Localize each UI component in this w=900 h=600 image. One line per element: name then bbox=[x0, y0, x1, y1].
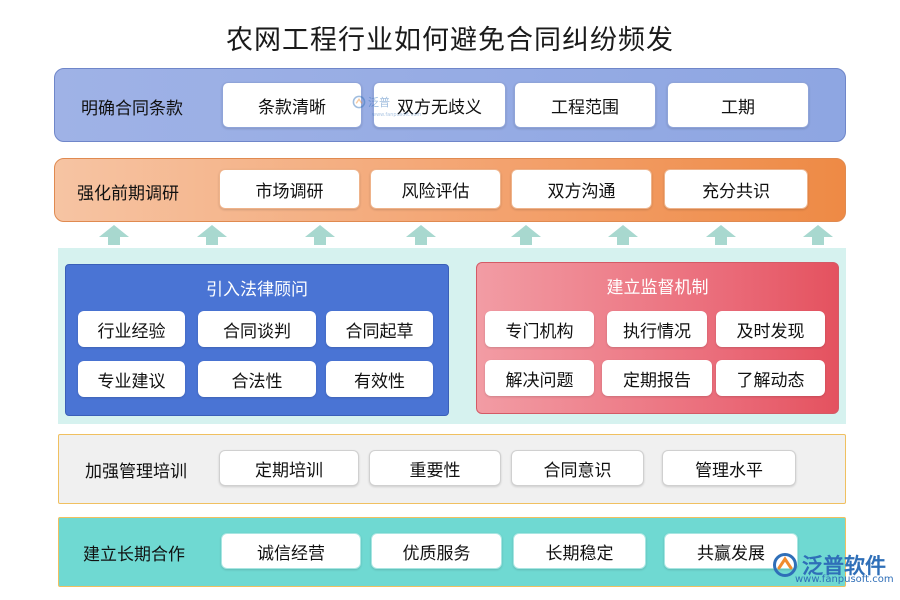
supervision-chip: 及时发现 bbox=[716, 311, 825, 347]
cooperation-chip: 长期稳定 bbox=[513, 533, 646, 569]
term-chip: 工期 bbox=[667, 82, 809, 128]
band-long-term-cooperation: 建立长期合作 诚信经营 优质服务 长期稳定 共赢发展 bbox=[58, 517, 846, 587]
research-chip: 风险评估 bbox=[370, 169, 501, 209]
research-chip: 市场调研 bbox=[219, 169, 360, 209]
page-title: 农网工程行业如何避免合同纠纷频发 bbox=[226, 25, 674, 56]
band-label: 明确合同条款 bbox=[81, 99, 183, 119]
advisor-chip: 专业建议 bbox=[78, 361, 185, 397]
supervision-chip: 专门机构 bbox=[485, 311, 594, 347]
band-clear-contract-terms: 明确合同条款 条款清晰 双方无歧义 工程范围 工期 bbox=[54, 68, 846, 142]
term-chip: 工程范围 bbox=[514, 82, 656, 128]
cooperation-chip: 优质服务 bbox=[371, 533, 502, 569]
band-management-training: 加强管理培训 定期培训 重要性 合同意识 管理水平 bbox=[58, 434, 846, 504]
training-chip: 管理水平 bbox=[662, 450, 796, 486]
term-chip: 双方无歧义 bbox=[373, 82, 506, 128]
advisor-chip: 合同谈判 bbox=[198, 311, 316, 347]
logo-wordmark: 泛普 bbox=[368, 96, 390, 109]
up-arrow-icon bbox=[99, 225, 129, 245]
advisor-chip: 行业经验 bbox=[78, 311, 185, 347]
legal-advisor-panel: 引入法律顾问 行业经验 合同谈判 合同起草 专业建议 合法性 有效性 bbox=[65, 264, 449, 416]
supervision-chip: 执行情况 bbox=[607, 311, 707, 347]
up-arrow-icon bbox=[706, 225, 736, 245]
advisor-chip: 合法性 bbox=[198, 361, 316, 397]
supervision-chip: 解决问题 bbox=[485, 360, 594, 396]
watermark-url: www.fanpusoft.com bbox=[372, 112, 422, 118]
up-arrow-icon bbox=[406, 225, 436, 245]
logo-icon bbox=[773, 553, 797, 577]
up-arrow-icon bbox=[608, 225, 638, 245]
research-chip: 双方沟通 bbox=[511, 169, 652, 209]
logo-url: www.fanpusoft.com bbox=[795, 574, 894, 585]
logo-wordmark: 泛普软件 bbox=[802, 554, 886, 578]
band-label: 强化前期调研 bbox=[77, 184, 179, 204]
band-label: 加强管理培训 bbox=[85, 462, 187, 482]
panel-title: 建立监督机制 bbox=[606, 278, 709, 298]
training-chip: 合同意识 bbox=[511, 450, 644, 486]
supervision-panel: 建立监督机制 专门机构 执行情况 及时发现 解决问题 定期报告 了解动态 bbox=[476, 262, 839, 414]
watermark-logo: 泛普 bbox=[352, 94, 390, 110]
up-arrow-icon bbox=[803, 225, 833, 245]
up-arrow-icon bbox=[305, 225, 335, 245]
band-preliminary-research: 强化前期调研 市场调研 风险评估 双方沟通 充分共识 bbox=[54, 158, 846, 222]
term-chip: 条款清晰 bbox=[222, 82, 362, 128]
advisor-chip: 合同起草 bbox=[326, 311, 433, 347]
panel-title: 引入法律顾问 bbox=[206, 280, 308, 300]
logo-icon bbox=[352, 95, 366, 109]
cooperation-chip: 诚信经营 bbox=[221, 533, 361, 569]
band-label: 建立长期合作 bbox=[83, 545, 185, 565]
supervision-chip: 了解动态 bbox=[716, 360, 825, 396]
training-chip: 定期培训 bbox=[219, 450, 359, 486]
brand-logo: 泛普软件 bbox=[772, 550, 886, 580]
advisor-chip: 有效性 bbox=[326, 361, 433, 397]
supervision-chip: 定期报告 bbox=[602, 360, 712, 396]
research-chip: 充分共识 bbox=[664, 169, 808, 209]
up-arrow-icon bbox=[197, 225, 227, 245]
up-arrow-icon bbox=[511, 225, 541, 245]
training-chip: 重要性 bbox=[369, 450, 501, 486]
